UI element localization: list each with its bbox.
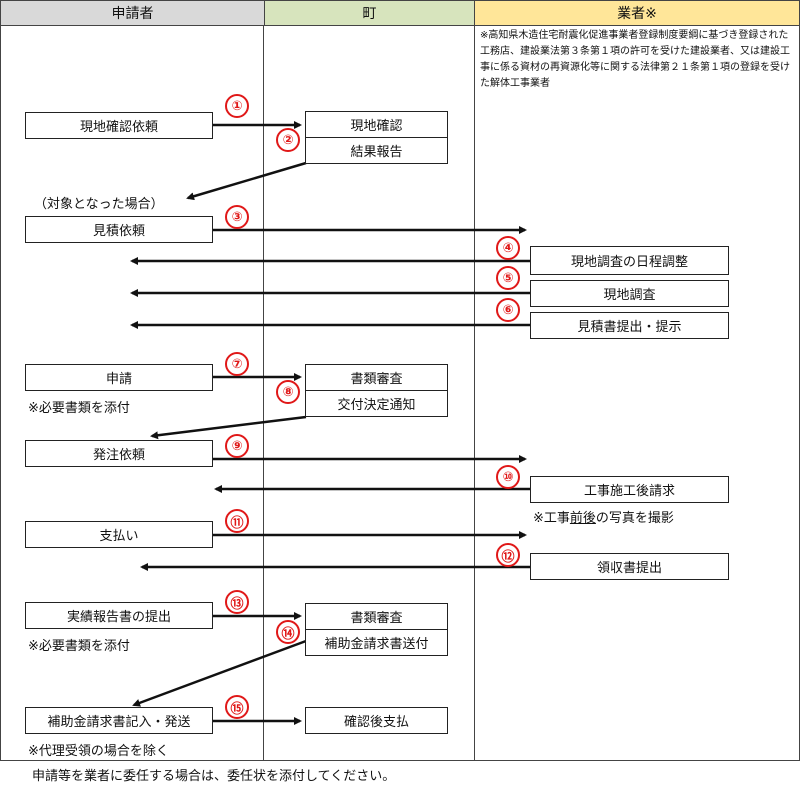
box-claim-fill-send: 補助金請求書記入・発送	[25, 707, 213, 734]
step-number-2: ②	[276, 128, 300, 152]
step-number-1: ①	[225, 94, 249, 118]
note-attach-docs-1: ※必要書類を添付	[28, 401, 130, 416]
box-receipt-submit: 領収書提出	[530, 553, 729, 580]
step-number-3: ③	[225, 205, 249, 229]
box-result-report: 結果報告	[305, 137, 448, 164]
step-number-5: ⑤	[496, 266, 520, 290]
box-doc-review-2: 書類審査	[305, 603, 448, 630]
box-site-survey: 現地調査	[530, 280, 729, 307]
header-contractor: 業者※	[474, 0, 800, 26]
header-town: 町	[264, 0, 474, 26]
contractor-note: ※高知県木造住宅耐震化促進事業者登録制度要綱に基づき登録された工務店、建設業法第…	[480, 30, 790, 89]
column-divider-1	[263, 26, 264, 761]
step-number-12: ⑫	[496, 543, 520, 567]
step-number-4: ④	[496, 236, 520, 260]
note-applicable: （対象となった場合）	[34, 197, 164, 212]
box-post-work-invoice: 工事施工後請求	[530, 476, 729, 503]
step-number-10: ⑩	[496, 465, 520, 489]
step-number-11: ⑪	[225, 509, 249, 533]
note-exclude-proxy: ※代理受領の場合を除く	[28, 744, 169, 759]
box-grant-decision: 交付決定通知	[305, 390, 448, 417]
step-number-15: ⑮	[225, 695, 249, 719]
box-site-survey-schedule: 現地調査の日程調整	[530, 246, 729, 275]
column-divider-2	[474, 26, 475, 761]
arrow-14	[132, 639, 307, 707]
step-number-13: ⑬	[225, 590, 249, 614]
box-report-submit: 実績報告書の提出	[25, 602, 213, 629]
step-number-14: ⑭	[276, 620, 300, 644]
step-number-7: ⑦	[225, 352, 249, 376]
box-claim-form-send: 補助金請求書送付	[305, 629, 448, 656]
box-order-request: 発注依頼	[25, 440, 213, 467]
box-site-check: 現地確認	[305, 111, 448, 138]
header-applicant: 申請者	[0, 0, 264, 26]
box-estimate-submit: 見積書提出・提示	[530, 312, 729, 339]
box-estimate-request: 見積依頼	[25, 216, 213, 243]
box-application: 申請	[25, 364, 213, 391]
step-number-8: ⑧	[276, 380, 300, 404]
step-number-6: ⑥	[496, 298, 520, 322]
step-number-9: ⑨	[225, 434, 249, 458]
note-attach-docs-2: ※必要書類を添付	[28, 639, 130, 654]
box-doc-review-1: 書類審査	[305, 364, 448, 391]
arrow-8	[150, 415, 307, 440]
footer-note: 申請等を業者に委任する場合は、委任状を添付してください。	[32, 769, 396, 784]
box-site-check-request: 現地確認依頼	[25, 112, 213, 139]
box-payment: 支払い	[25, 521, 213, 548]
note-photos: ※工事前後の写真を撮影	[533, 511, 674, 526]
arrow-2	[186, 161, 307, 201]
box-confirm-pay: 確認後支払	[305, 707, 448, 734]
